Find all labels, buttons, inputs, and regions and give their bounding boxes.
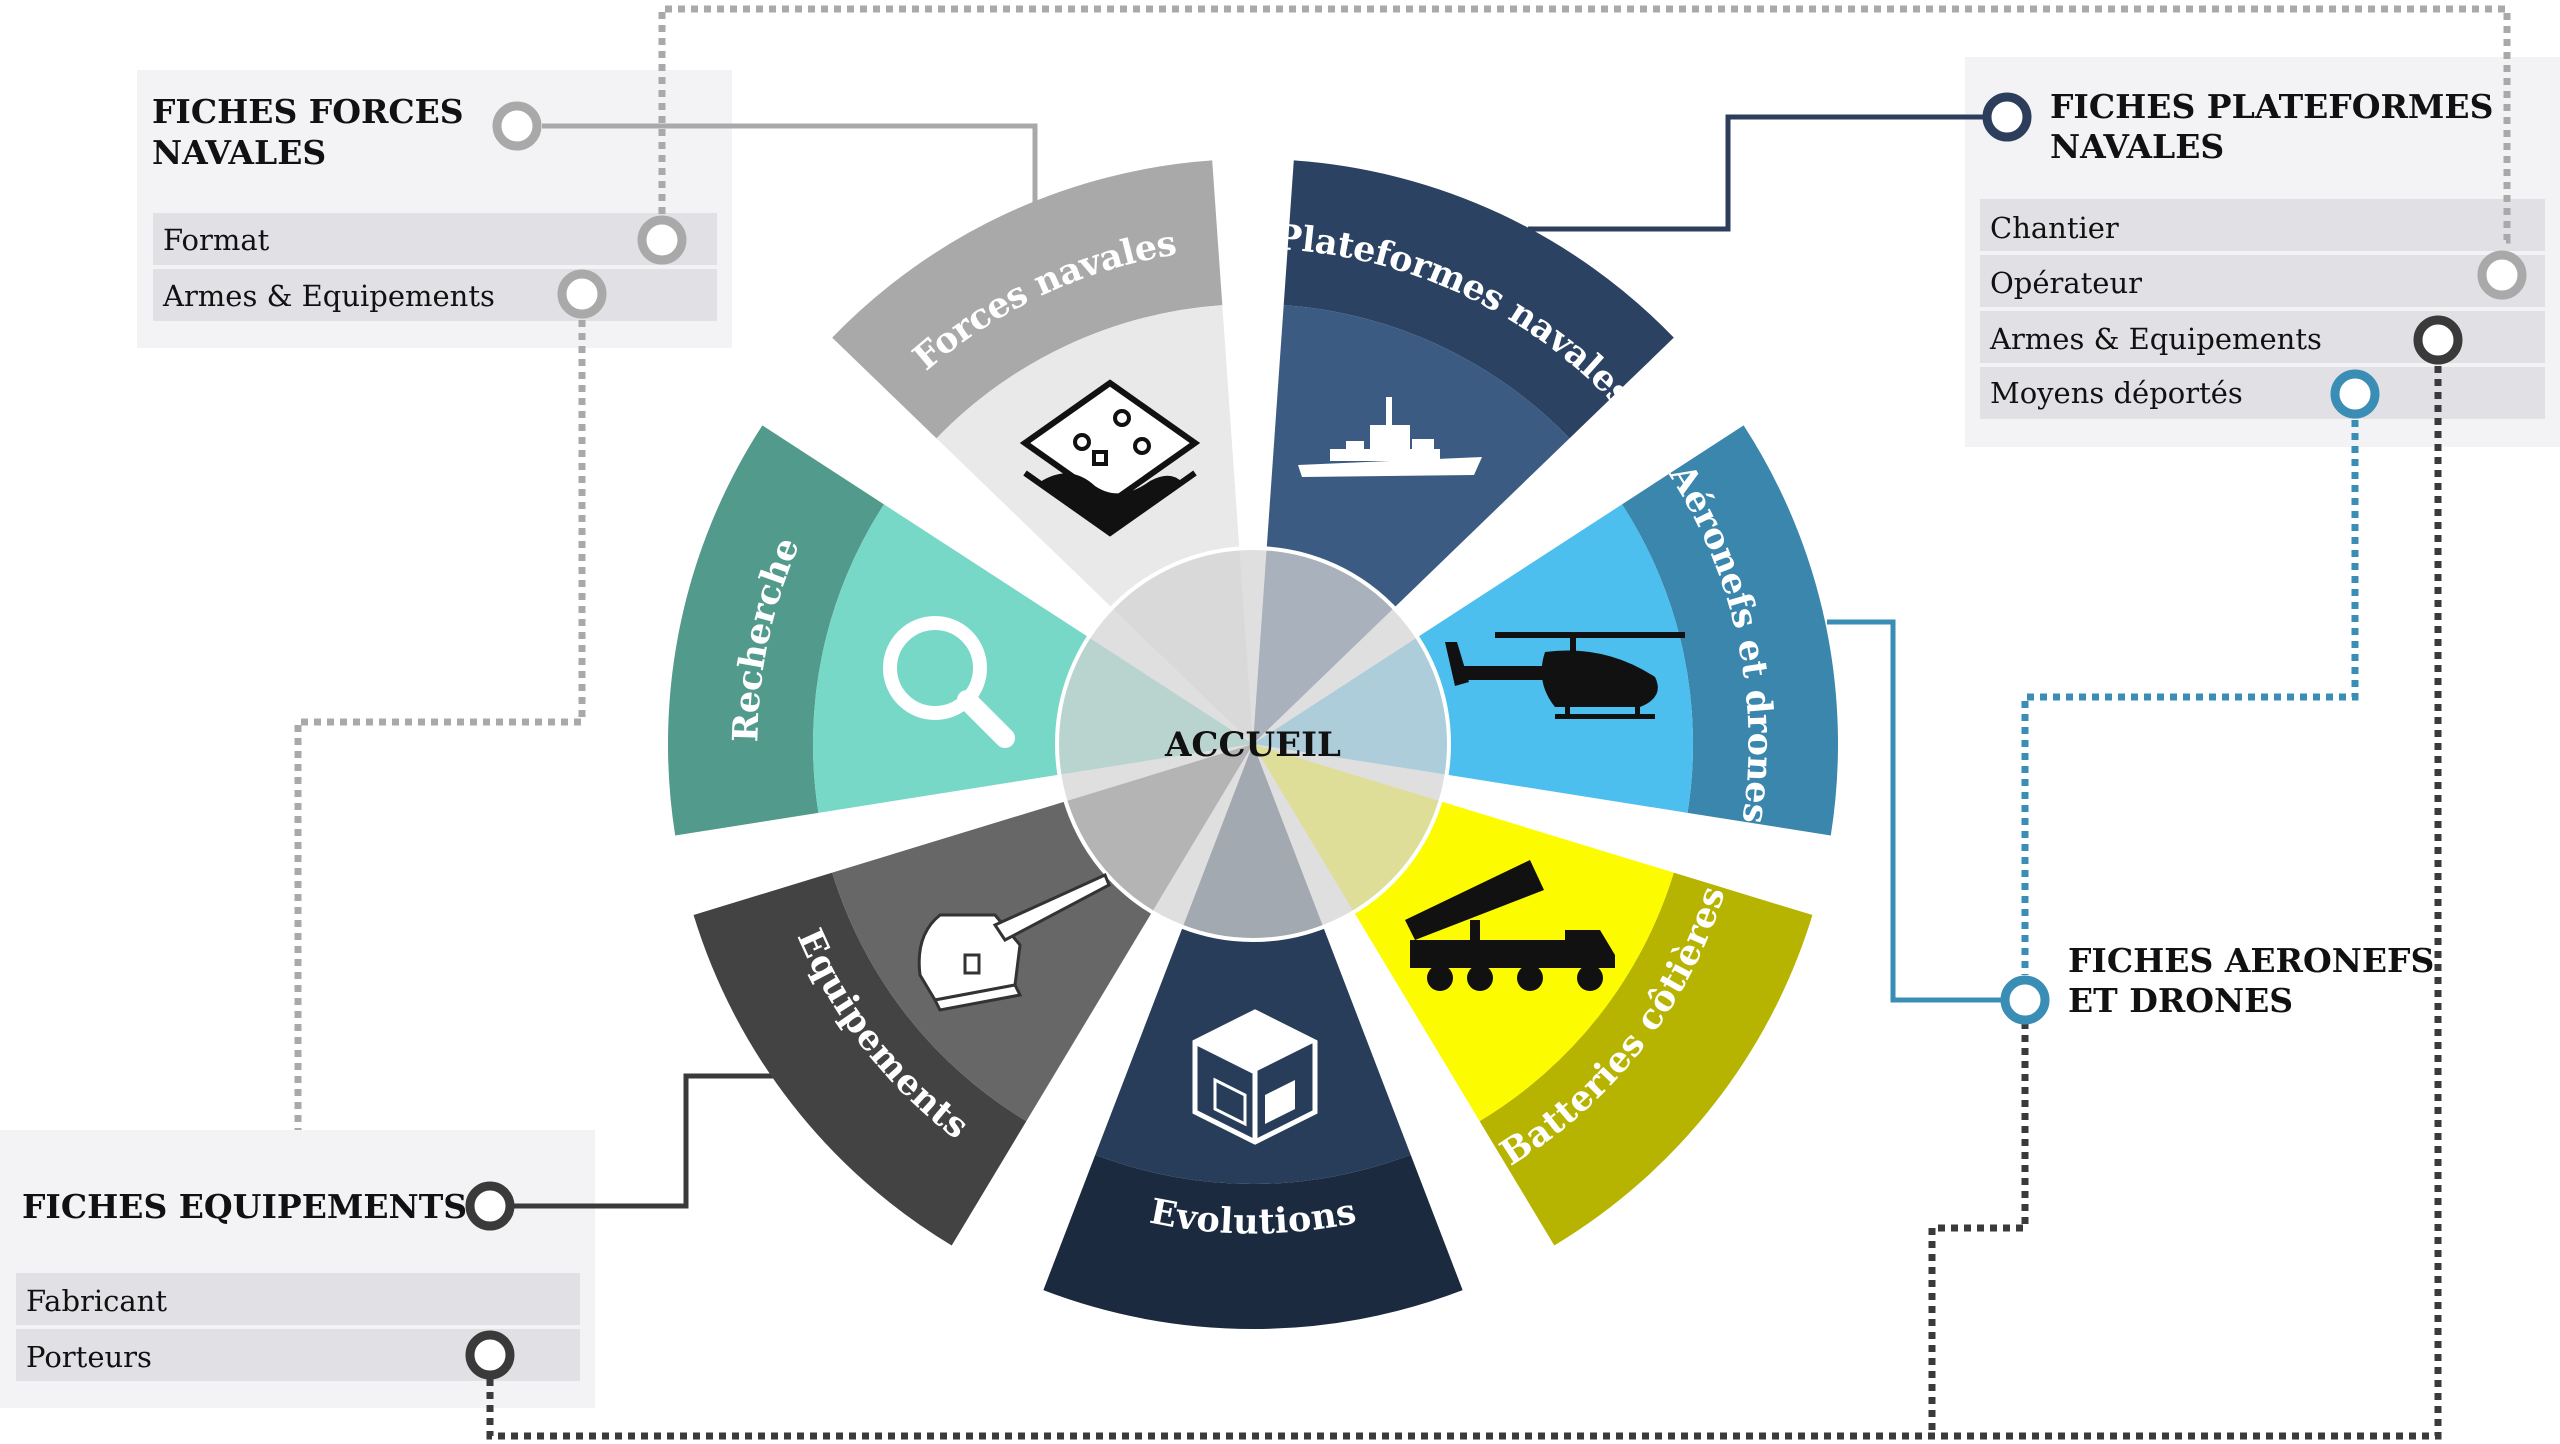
node-moyens-deportes[interactable] — [2330, 369, 2380, 419]
search-icon — [883, 616, 1015, 748]
row-background-chantier — [1980, 199, 2545, 251]
map-layers-icon — [1019, 379, 1201, 537]
node-porteurs[interactable] — [465, 1330, 515, 1380]
row-chantier[interactable]: Chantier — [1990, 211, 2119, 245]
segment-outer-band[interactable] — [693, 872, 1027, 1246]
wheel-segment-5[interactable]: Evolutions — [1043, 744, 1463, 1330]
missile-launcher-icon — [1405, 860, 1615, 991]
link-plateformes-navales — [1528, 114, 1985, 232]
row-background-format — [153, 213, 717, 265]
row-armes-equipements[interactable]: Armes & Equipements — [1989, 322, 2322, 356]
link-equipements — [510, 1073, 780, 1209]
segment-outer-band[interactable] — [1043, 1154, 1463, 1330]
dotted-link-armes-porteurs — [486, 340, 2442, 1440]
connector-lines — [294, 5, 2511, 1440]
row-operateur[interactable]: Opérateur — [1990, 266, 2142, 300]
panel-title-line-1: FICHES FORCES — [152, 92, 464, 131]
dotted-link-armes-equipements — [294, 294, 586, 1130]
row-format[interactable]: Format — [163, 223, 270, 257]
dotted-link-format-operateur — [658, 5, 2511, 244]
row-fabricant[interactable]: Fabricant — [26, 1284, 167, 1318]
panel-title-line-2: ET DRONES — [2068, 981, 2293, 1020]
dotted-link-aeronefs-bottom — [1928, 1022, 2029, 1436]
segment-outer-band[interactable] — [832, 160, 1223, 439]
warship-icon — [1298, 397, 1482, 477]
link-forces-navales — [542, 123, 1038, 205]
node-plateformes-title[interactable] — [1982, 92, 2032, 142]
segment-outer-band[interactable] — [1622, 425, 1838, 836]
panel-fiches-plateformes-navales: FICHES PLATEFORMES NAVALES Chantier Opér… — [1965, 57, 2560, 447]
node-plateformes-armes[interactable] — [2413, 315, 2463, 365]
naval-gun-icon — [917, 872, 1111, 1012]
connector-nodes — [465, 92, 2527, 1380]
panel-title-line-2: NAVALES — [152, 133, 326, 172]
helicopter-icon — [1445, 632, 1685, 719]
panel-title-line-1: FICHES AERONEFS — [2068, 941, 2434, 980]
segment-outer-band[interactable] — [1479, 872, 1813, 1246]
panel-title-line-2: NAVALES — [2050, 127, 2224, 166]
link-aeronefs-drones — [1827, 619, 2005, 1003]
row-armes-equipements[interactable]: Armes & Equipements — [162, 279, 495, 313]
node-operateur[interactable] — [2477, 250, 2527, 300]
row-background-operateur — [1980, 255, 2545, 307]
node-forces-armes[interactable] — [557, 269, 607, 319]
node-format[interactable] — [637, 215, 687, 265]
panel-title: FICHES EQUIPEMENTS — [22, 1187, 467, 1226]
segment-inner-area[interactable] — [1095, 744, 1411, 1184]
label-fiches-aeronefs-drones: FICHES AERONEFS ET DRONES — [2068, 941, 2434, 1020]
center-hub[interactable]: ACCUEIL — [1055, 546, 1451, 942]
wheel-segment-3[interactable]: Aéronefs et drones — [1253, 425, 1838, 836]
dotted-link-moyens-aeronefs — [2021, 394, 2359, 975]
center-label: ACCUEIL — [1164, 725, 1341, 765]
row-porteurs[interactable]: Porteurs — [26, 1340, 152, 1374]
panel-title-line-1: FICHES PLATEFORMES — [2050, 87, 2493, 126]
node-equipements-title[interactable] — [465, 1181, 515, 1231]
row-background-fabricant — [16, 1273, 580, 1325]
row-background-armes — [153, 269, 717, 321]
node-forces-title[interactable] — [492, 101, 542, 151]
segment-outer-band[interactable] — [668, 425, 884, 836]
cube-logo-icon — [1192, 1009, 1318, 1145]
segment-outer-band[interactable] — [1283, 160, 1674, 439]
panel-fiches-forces-navales: FICHES FORCES NAVALES Format Armes & Equ… — [137, 70, 732, 348]
row-background-moyens — [1980, 367, 2545, 419]
row-moyens-deportes[interactable]: Moyens déportés — [1990, 376, 2243, 410]
node-aeronefs-title[interactable] — [2000, 975, 2050, 1025]
center-circle[interactable] — [1055, 546, 1451, 942]
